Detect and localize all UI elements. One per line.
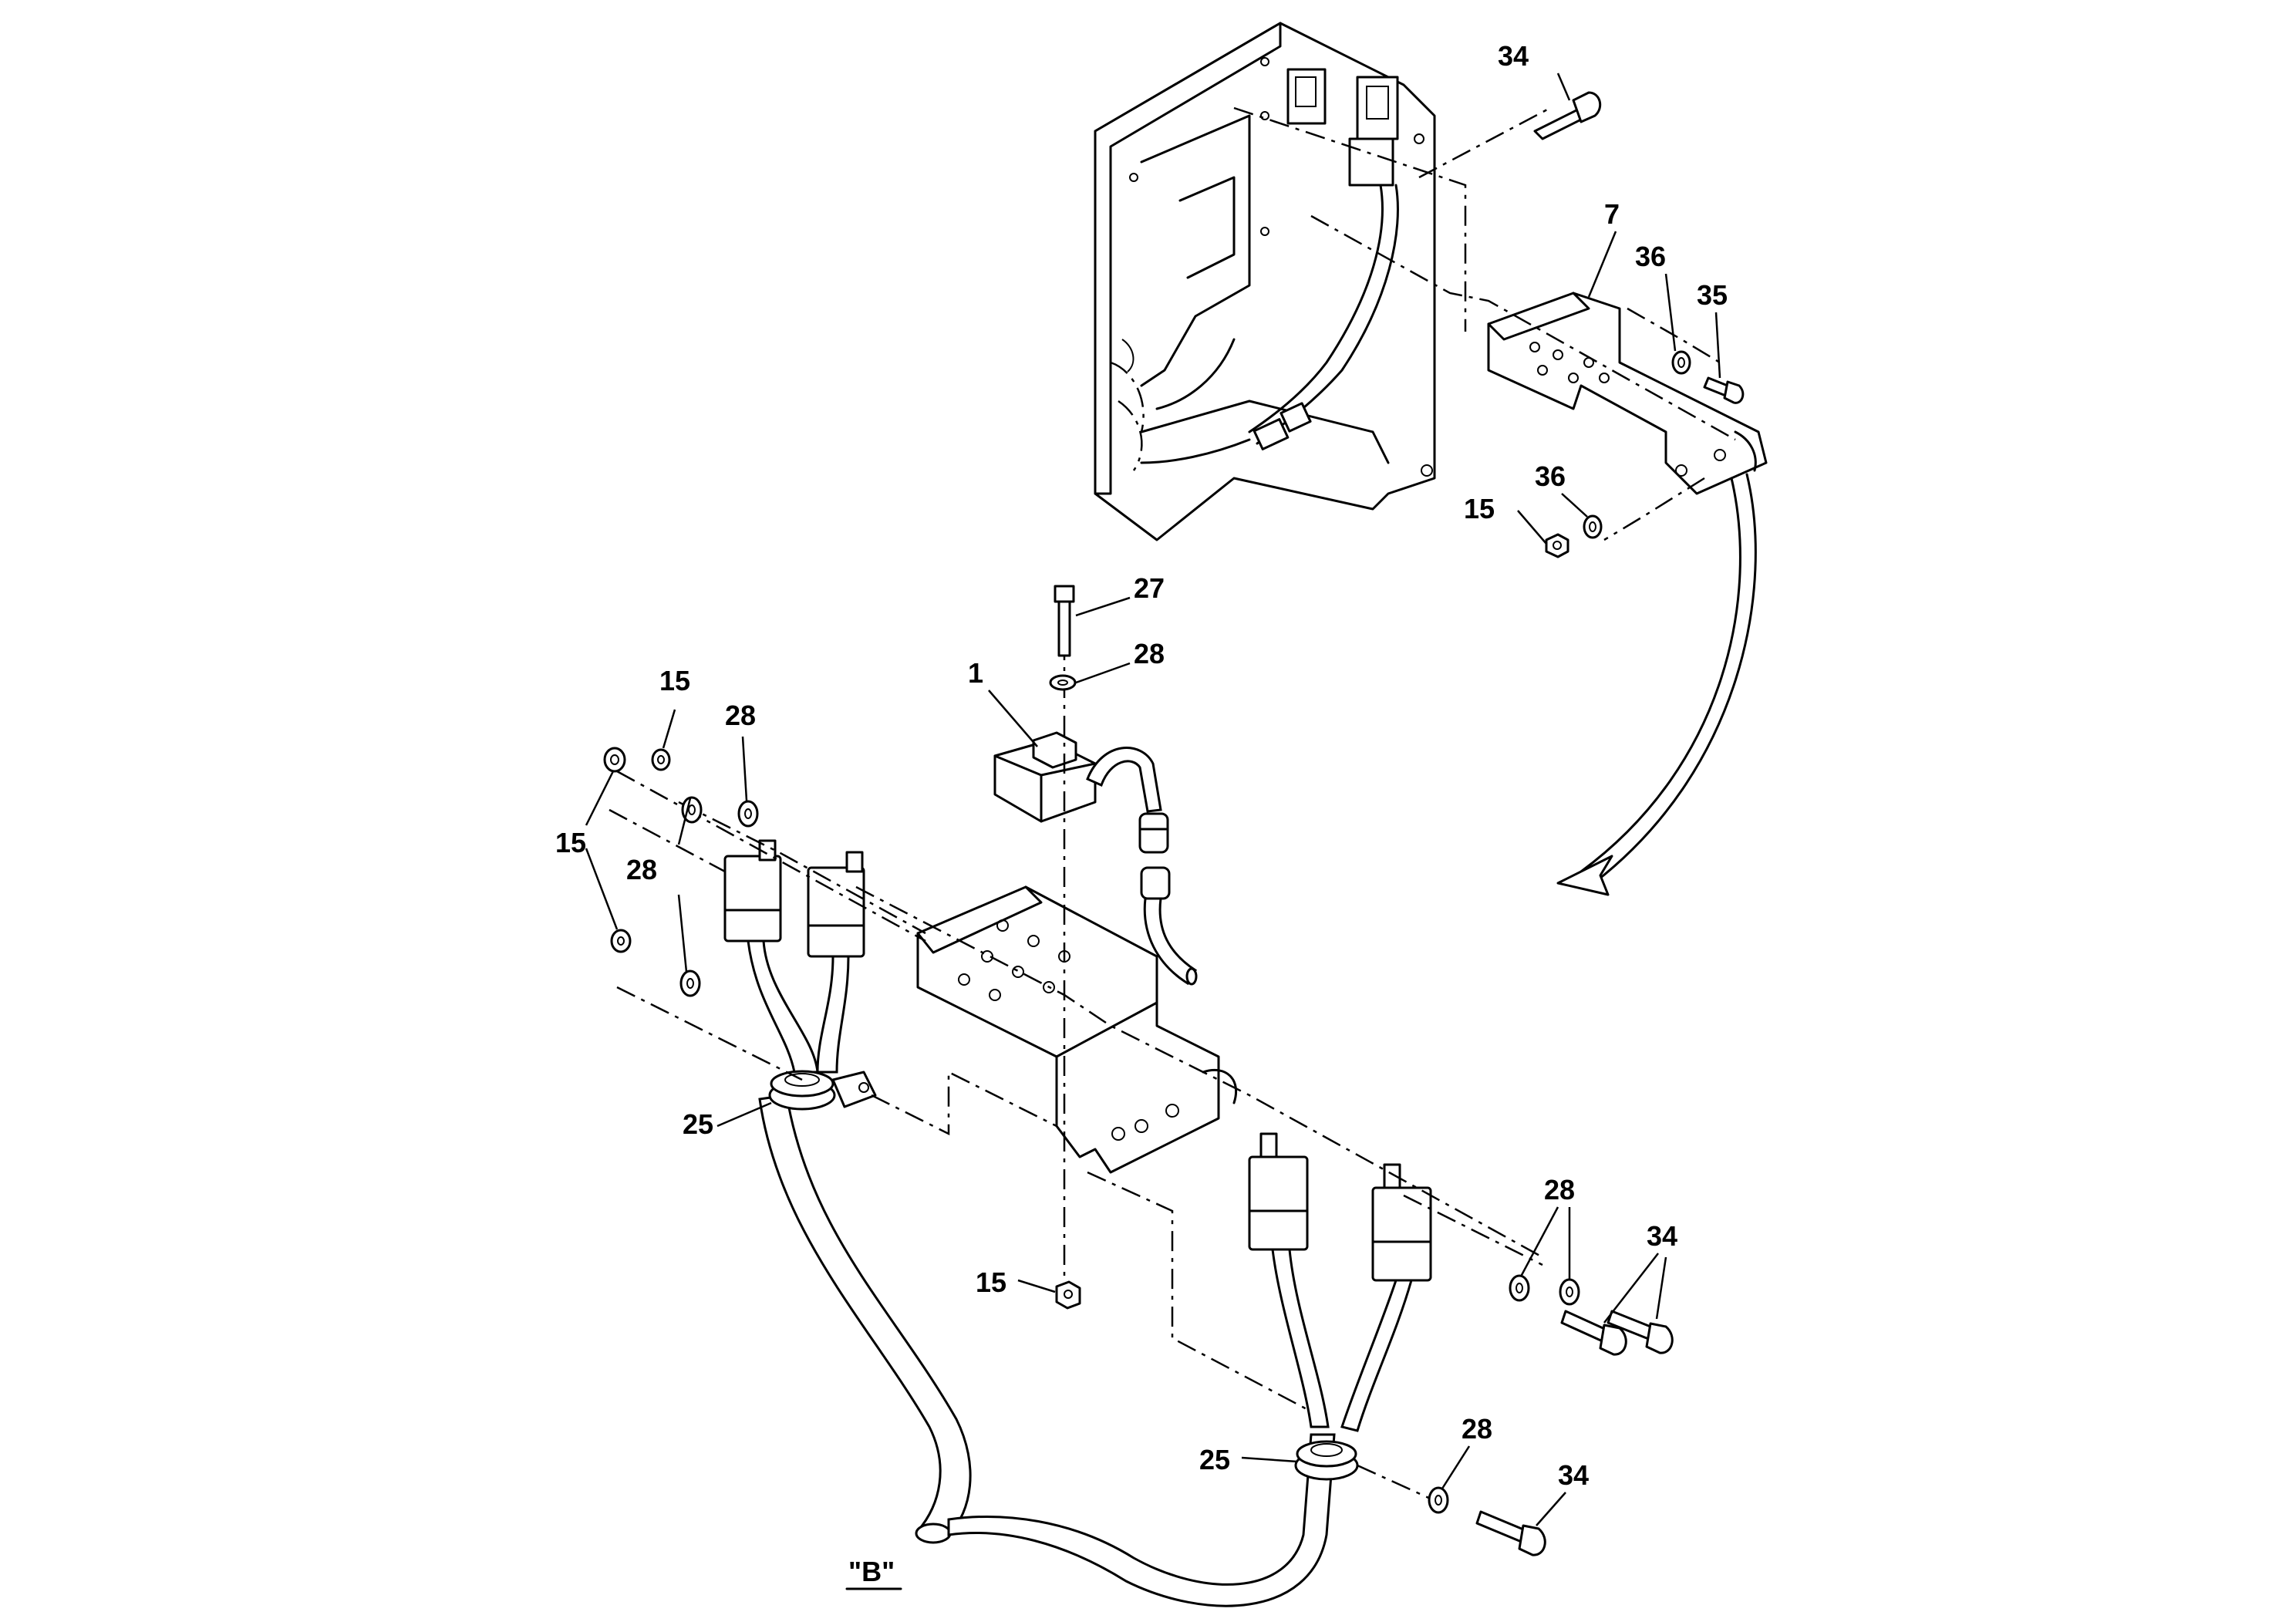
upper-nut-15: [1545, 533, 1569, 558]
washer-28-row1: [737, 800, 759, 828]
nut-15-row1-b: [651, 748, 671, 771]
callout-28-top: 28: [1134, 638, 1165, 669]
lower-mounting-bracket: [916, 885, 1238, 1174]
washer-28-right-a: [1509, 1274, 1530, 1302]
callout-34-bottom: 34: [1558, 1459, 1589, 1491]
bolt-34-right-b: [1607, 1310, 1674, 1354]
nut-15-bottom: [1055, 1280, 1081, 1310]
detail-arrow: [1556, 473, 1757, 896]
callout-25-left: 25: [683, 1108, 713, 1140]
view-label: "B": [848, 1556, 895, 1587]
bolt-34-bottom: [1475, 1510, 1546, 1556]
callout-36-upper: 36: [1635, 241, 1666, 272]
harness-right: [1271, 1248, 1413, 1432]
callout-28-left: 28: [626, 854, 657, 885]
upper-washer-36b: [1583, 514, 1603, 539]
grommet-25-right: [1294, 1440, 1359, 1481]
washer-28-bottom: [1428, 1486, 1449, 1514]
nut-15-row2: [610, 929, 632, 953]
callout-15-bottom: 15: [976, 1266, 1006, 1298]
bolt-34-right-a: [1560, 1310, 1627, 1356]
callout-7: 7: [1604, 198, 1620, 230]
relay-right-a: [1248, 1132, 1309, 1251]
callout-35: 35: [1697, 279, 1728, 311]
callout-36-lower: 36: [1535, 460, 1566, 492]
callout-15-upper: 15: [1464, 493, 1495, 524]
callout-28-row1: 28: [725, 700, 756, 731]
harness-left: [747, 939, 1336, 1607]
grommet-25-left: [768, 1070, 877, 1111]
callout-1: 1: [968, 657, 983, 689]
upper-mounting-bracket: [1487, 292, 1768, 495]
callout-34-upper: 34: [1498, 40, 1529, 72]
callout-15-row1: 15: [659, 665, 690, 696]
washer-28-row2: [679, 969, 701, 997]
upper-bolt-34: [1533, 91, 1602, 140]
callout-28-bottom: 28: [1462, 1413, 1492, 1445]
washer-28-row1b: [681, 796, 703, 824]
washer-28-top: [1049, 674, 1077, 691]
relay-left-b: [807, 851, 865, 958]
enclosure-panel: [1094, 22, 1436, 541]
relay-left-a: [723, 839, 782, 943]
nut-15-row1-a: [603, 747, 626, 773]
callout-28-right: 28: [1544, 1174, 1575, 1206]
washer-28-right-b: [1559, 1278, 1580, 1306]
relay-right-b: [1371, 1163, 1432, 1282]
callout-34-right: 34: [1647, 1220, 1677, 1252]
callout-15-left: 15: [555, 827, 586, 858]
callout-27: 27: [1134, 572, 1165, 604]
callout-25-right: 25: [1199, 1444, 1230, 1475]
upper-bolt-35: [1703, 376, 1745, 404]
upper-washer-36a: [1671, 350, 1691, 375]
bolt-27: [1054, 585, 1075, 657]
